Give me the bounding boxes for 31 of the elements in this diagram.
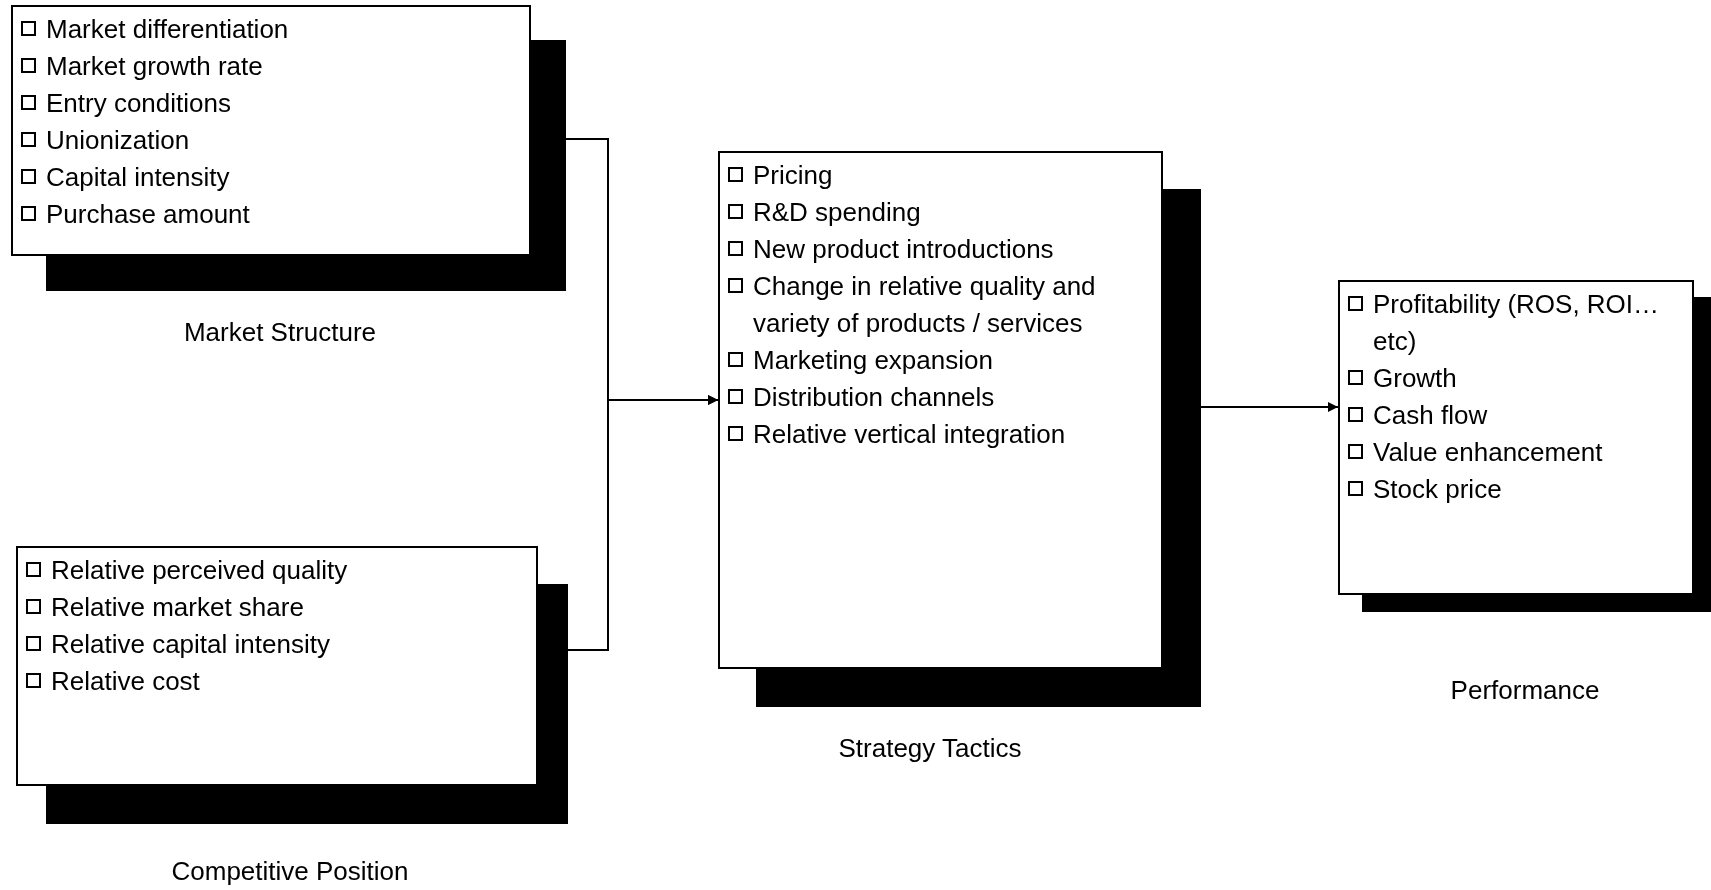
list-item: R&D spending: [753, 196, 921, 229]
list-item: Cash flow: [1373, 399, 1488, 432]
list-item: Distribution channels: [753, 381, 995, 414]
list-item: Relative vertical integration: [753, 418, 1066, 451]
checklist-box: [1338, 280, 1694, 595]
list-item: Unionization: [46, 124, 190, 157]
checklist-box: [718, 151, 1163, 669]
list-item: Market growth rate: [46, 50, 263, 83]
list-item: Capital intensity: [46, 161, 230, 194]
list-item: Market differentiation: [46, 13, 289, 46]
list-item: Entry conditions: [46, 87, 231, 120]
list-item: Pricing: [753, 159, 833, 192]
list-item: Purchase amount: [46, 198, 250, 231]
checklist-box: [11, 5, 531, 256]
box-caption: Performance: [1450, 675, 1600, 706]
list-item: Stock price: [1373, 473, 1502, 506]
list-item: Change in relative quality and variety of products / services: [753, 270, 1097, 340]
list-item: Value enhancement: [1373, 436, 1603, 469]
list-item: Relative market share: [51, 591, 304, 624]
list-item: Relative perceived quality: [51, 554, 348, 587]
list-item: New product introductions: [753, 233, 1054, 266]
list-item: Relative cost: [51, 665, 200, 698]
list-item: Growth: [1373, 362, 1457, 395]
checklist-box: [16, 546, 538, 786]
arrow: [1200, 402, 1339, 412]
list-item: Relative capital intensity: [51, 628, 330, 661]
box-caption: Market Structure: [183, 317, 377, 348]
list-item: Marketing expansion: [753, 344, 993, 377]
list-item: Profitability (ROS, ROI…etc): [1373, 288, 1661, 358]
box-caption: Strategy Tactics: [838, 733, 1022, 764]
box-caption: Competitive Position: [171, 856, 409, 887]
